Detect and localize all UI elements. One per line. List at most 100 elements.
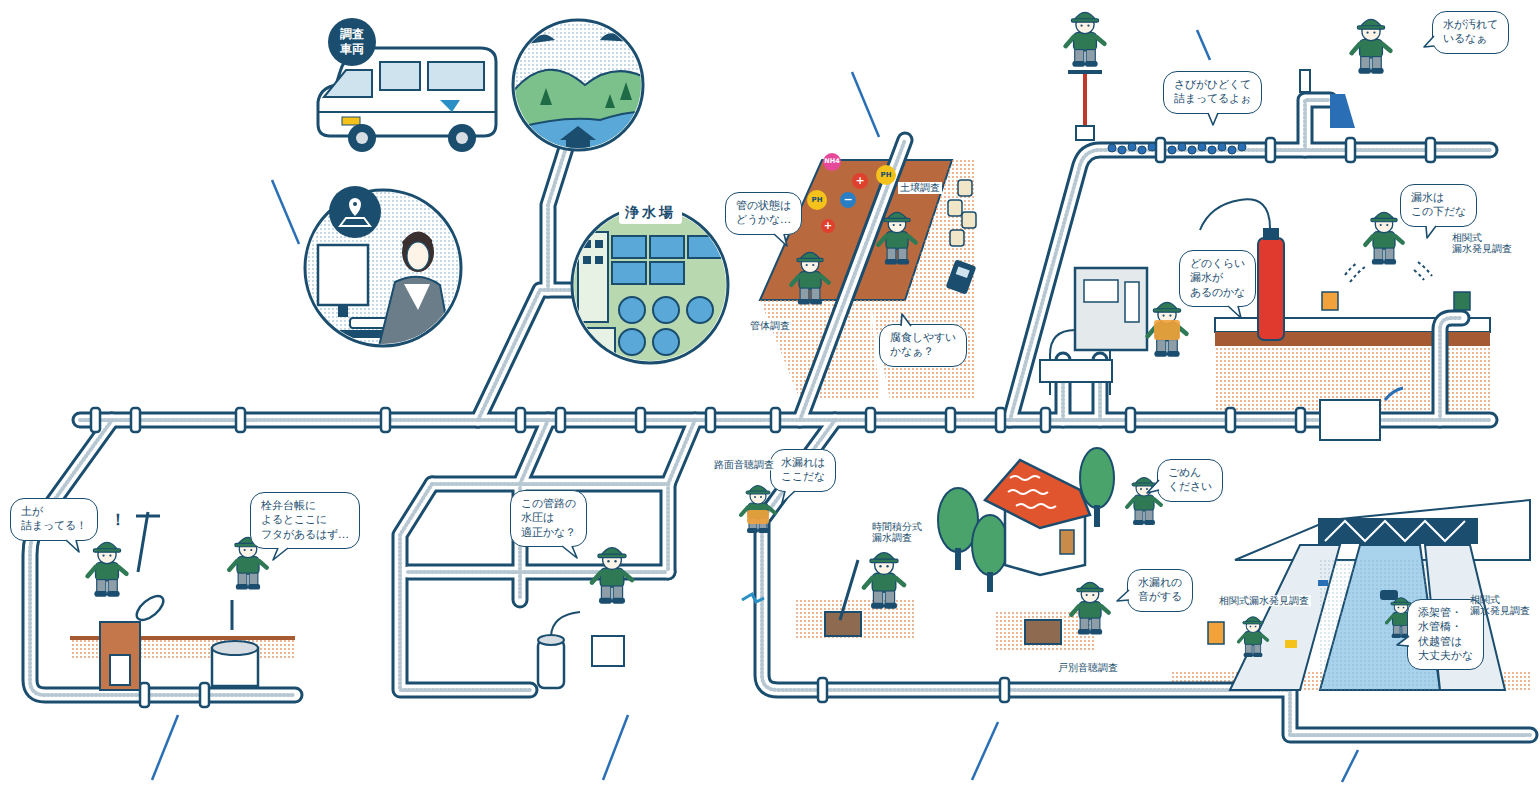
faucet	[1330, 94, 1355, 128]
soil-survey-props	[956, 266, 970, 278]
water-source-circle	[566, 140, 590, 152]
bubble-tail	[1233, 306, 1234, 307]
pipe-joint	[91, 408, 100, 432]
leak-detector	[1385, 388, 1403, 400]
treatment-plant-circle	[687, 297, 713, 323]
office-circle	[300, 190, 470, 350]
treatment-plant-circle	[653, 297, 679, 323]
pipe-joint	[1296, 408, 1305, 432]
soil-survey-props	[807, 190, 827, 210]
survey-label: PH	[812, 196, 823, 204]
pipe-joint	[1266, 138, 1275, 162]
rust-clog	[1138, 146, 1146, 154]
valve-key	[1068, 72, 1102, 140]
worker-figure	[864, 553, 904, 609]
bubble-tail	[906, 326, 907, 327]
pipe-joint	[946, 408, 955, 432]
soil-survey-props	[840, 192, 856, 208]
office-circle	[300, 190, 470, 350]
pressure-gauge	[551, 612, 580, 636]
survey-label: 管体調査	[748, 320, 792, 332]
house	[825, 612, 861, 636]
rust-clog	[1168, 146, 1176, 154]
survey-van	[342, 117, 360, 125]
node-text: 栓弁台帳に よるとここに フタがあるはず…	[261, 499, 349, 542]
water-pipes	[30, 100, 1530, 735]
worker-figure	[1066, 12, 1105, 66]
leak-detector	[1414, 262, 1432, 280]
water-pipes	[30, 100, 1530, 735]
bubble-tail	[273, 548, 288, 560]
rust-clog	[1228, 146, 1236, 154]
pressure-gauge	[742, 594, 764, 602]
soil-survey-props	[823, 153, 841, 171]
soil-survey-props	[821, 219, 835, 233]
survey-van	[324, 70, 372, 97]
speech-bubble: 土が 詰まってる！	[10, 498, 98, 541]
survey-label: 戸別音聴調査	[1058, 662, 1118, 673]
bubble-tail	[66, 540, 79, 552]
treatment-plant-circle	[585, 328, 615, 358]
valve-box	[138, 512, 148, 572]
soil-survey-props	[876, 165, 896, 185]
treatment-plant-circle	[650, 236, 684, 258]
leak-detector	[1320, 400, 1380, 440]
treatment-plant-circle	[688, 236, 722, 258]
node-text: 添架管・水管橋・ 伏越管は 大丈夫かな	[1418, 606, 1473, 663]
leak-detector	[1322, 292, 1338, 310]
facility-label: 浄水場	[619, 202, 682, 224]
survey-label: PH	[881, 171, 892, 179]
node-text: 浄水場	[625, 204, 676, 222]
treatment-plant-circle	[570, 205, 730, 365]
speech-bubble: さびがひどくて 詰まってるよぉ	[1163, 71, 1262, 114]
valve-box	[231, 600, 234, 630]
worker-figure	[88, 12, 1416, 657]
water-source-circle	[600, 33, 636, 42]
bubble-tail	[779, 234, 780, 235]
bubble-tail	[562, 546, 577, 558]
worker-figure	[1071, 582, 1108, 634]
bubble-tail	[790, 491, 791, 492]
leak-detector	[1263, 228, 1279, 240]
survey-label: 時間積分式 漏水調査	[872, 521, 922, 544]
pipe-joint	[1126, 408, 1135, 432]
leak-detector	[1084, 280, 1118, 302]
rust-clog	[1108, 144, 1116, 152]
rust-clog	[1208, 146, 1216, 154]
water-source-circle	[510, 20, 650, 160]
speech-bubble: この管路の 水圧は 適正かな？	[510, 490, 587, 547]
office-circle	[340, 218, 370, 226]
office-circle	[329, 186, 381, 238]
water-source-circle	[510, 20, 650, 160]
pressure-gauge	[592, 636, 624, 666]
node-text: この管路の 水圧は 適正かな？	[521, 497, 576, 540]
bubble-tail	[1409, 641, 1410, 642]
soil-survey-props	[948, 200, 962, 216]
node-text: 土が 詰まってる！	[21, 505, 87, 534]
faucet	[1300, 70, 1310, 92]
treatment-plant-circle	[650, 262, 684, 284]
bubble-tail	[1434, 41, 1435, 42]
pipe-joint	[381, 408, 390, 432]
bridge-river	[1208, 622, 1224, 644]
rust-clog	[1218, 143, 1226, 151]
worker-figure	[1127, 478, 1161, 526]
leak-detector	[1200, 199, 1270, 230]
treatment-plant-circle	[612, 236, 646, 258]
node-text: 調査 車両	[340, 27, 364, 57]
node-text: 水漏れの 音がする	[1138, 576, 1182, 605]
node-text: 水が汚れて いるなぁ	[1443, 18, 1498, 47]
worker-figure	[747, 510, 769, 524]
house	[840, 560, 858, 620]
node-text: さびがひどくて 詰まってるよぉ	[1174, 78, 1251, 107]
water-source-circle	[560, 126, 596, 140]
worker-figure	[1365, 212, 1402, 264]
speech-bubble: 栓弁台帳に よるとここに フタがあるはず…	[250, 492, 360, 549]
pipe-joint	[818, 678, 827, 702]
rust-clog	[1118, 146, 1126, 154]
pipe-joint	[140, 683, 149, 707]
valve-box	[110, 655, 130, 685]
valve-key	[1068, 70, 1102, 74]
survey-van	[440, 100, 460, 112]
